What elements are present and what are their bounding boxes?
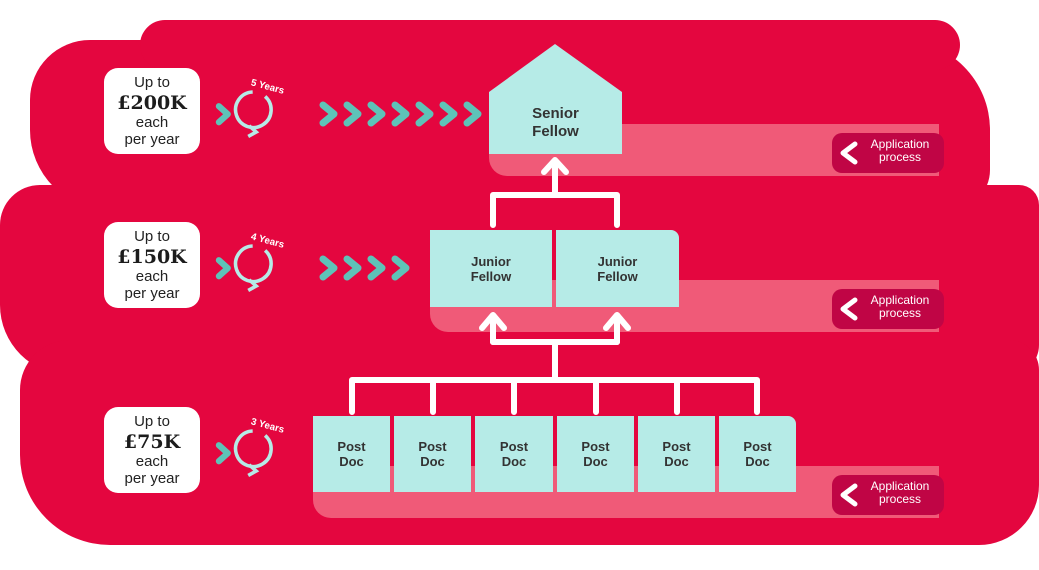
application-process-button-senior[interactable]: Application process — [832, 133, 944, 173]
box-post-doc-3: Post Doc — [475, 416, 553, 492]
funding-amount: £75K — [123, 431, 181, 453]
box-label: Post Doc — [581, 439, 610, 469]
box-label: Post Doc — [418, 439, 447, 469]
box-post-doc-2: Post Doc — [394, 416, 471, 492]
chevron-left-icon — [840, 141, 858, 165]
application-process-button-junior[interactable]: Application process — [832, 289, 944, 329]
application-label: Application process — [870, 479, 930, 506]
box-label: Senior Fellow — [532, 105, 579, 140]
years-label-senior: 5 Years — [250, 77, 286, 97]
application-label: Application process — [870, 293, 930, 320]
box-junior-fellow-1: Junior Fellow — [430, 230, 552, 307]
years-label-junior: 4 Years — [250, 231, 286, 251]
box-label: Post Doc — [499, 439, 529, 469]
funding-each: each — [135, 453, 169, 470]
box-post-doc-5: Post Doc — [638, 416, 715, 492]
funding-up-to: Up to — [134, 74, 170, 91]
funding-card-senior: Up to £200K each per year — [104, 68, 200, 154]
funding-amount: £150K — [117, 246, 187, 268]
box-senior-fellow: Senior Fellow — [489, 92, 622, 154]
chevron-left-icon — [840, 297, 858, 321]
application-label: Application process — [870, 137, 930, 164]
box-post-doc-6: Post Doc — [719, 416, 796, 492]
arrow-chevrons-senior — [319, 101, 482, 127]
cycle-icon-senior: 5 Years — [215, 77, 286, 138]
funding-up-to: Up to — [134, 228, 170, 245]
box-label: Junior Fellow — [470, 253, 512, 284]
years-label-postdoc: 3 Years — [250, 416, 286, 436]
funding-per-year: per year — [124, 470, 180, 487]
application-process-button-postdoc[interactable]: Application process — [832, 475, 944, 515]
funding-up-to: Up to — [134, 413, 170, 430]
box-label: Junior Fellow — [597, 253, 638, 284]
box-junior-fellow-2: Junior Fellow — [556, 230, 679, 307]
funding-each: each — [135, 114, 169, 131]
funding-amount: £200K — [117, 92, 187, 114]
arrow-chevrons-junior — [319, 255, 410, 281]
funding-each: each — [135, 268, 169, 285]
box-label: Post Doc — [662, 439, 691, 469]
box-post-doc-1: Post Doc — [313, 416, 390, 492]
chevron-left-icon — [840, 483, 858, 507]
box-label: Post Doc — [337, 439, 366, 469]
box-post-doc-4: Post Doc — [557, 416, 634, 492]
funding-card-postdoc: Up to £75K each per year — [104, 407, 200, 493]
funding-per-year: per year — [124, 285, 180, 302]
funding-per-year: per year — [124, 131, 180, 148]
cycle-icon-junior: 4 Years — [215, 231, 286, 292]
box-label: Post Doc — [743, 439, 772, 469]
cycle-icon-postdoc: 3 Years — [215, 416, 286, 477]
senior-fellow-house — [489, 44, 622, 154]
funding-card-junior: Up to £150K each per year — [104, 222, 200, 308]
